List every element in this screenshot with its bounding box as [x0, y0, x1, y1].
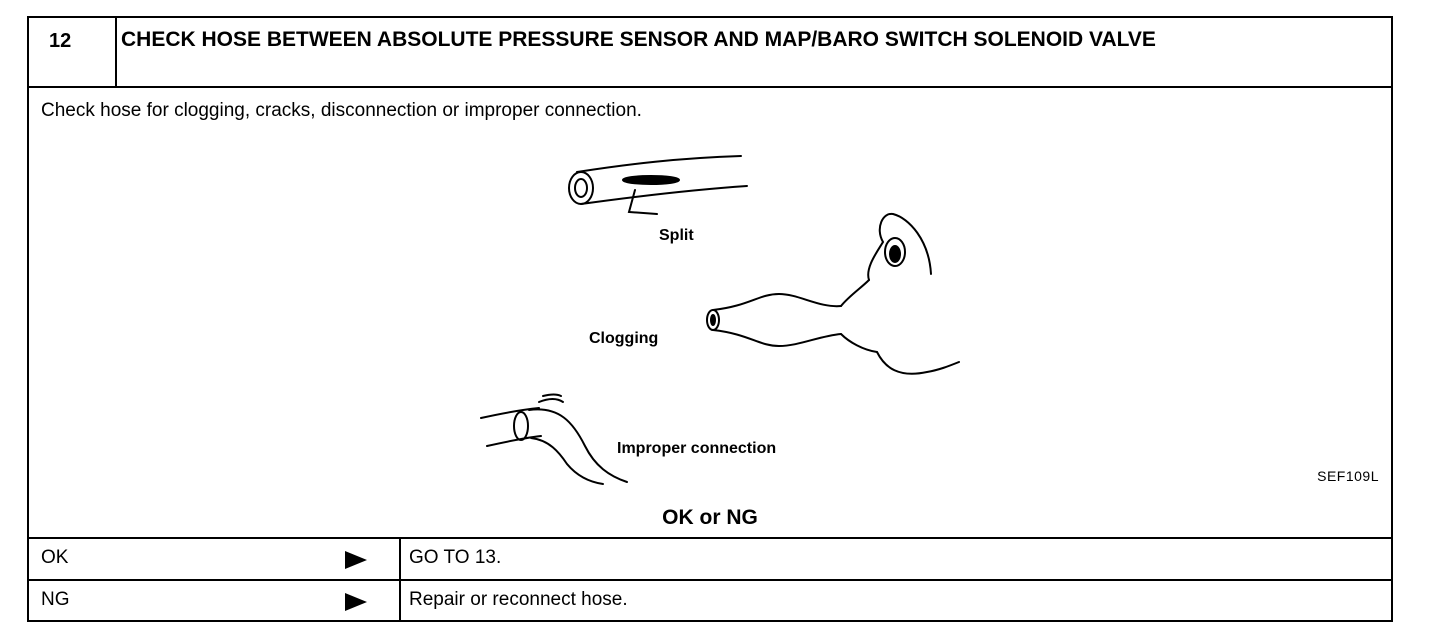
column-divider — [399, 581, 401, 622]
condition-ng: NG — [41, 589, 70, 610]
action-ng: Repair or reconnect hose. — [409, 589, 628, 610]
clogging-hose-drawing — [706, 212, 960, 375]
right-arrow-icon — [345, 551, 367, 569]
split-hose-drawing — [568, 155, 748, 215]
column-divider — [399, 539, 401, 579]
step-number: 12 — [29, 18, 117, 86]
hose-inspection-illustration: Split Clogging Improper connection — [480, 155, 960, 485]
result-row-ok: OK GO TO 13. — [29, 537, 1391, 579]
split-label: Split — [659, 227, 694, 244]
figure-code: SEF109L — [1317, 468, 1379, 484]
step-header: 12 CHECK HOSE BETWEEN ABSOLUTE PRESSURE … — [29, 18, 1391, 88]
action-ok: GO TO 13. — [409, 547, 502, 568]
right-arrow-icon — [345, 593, 367, 611]
clogging-label: Clogging — [589, 330, 658, 347]
diagnostic-step-table: 12 CHECK HOSE BETWEEN ABSOLUTE PRESSURE … — [27, 16, 1393, 622]
improper-connection-drawing — [480, 393, 628, 485]
condition-ok: OK — [41, 547, 69, 568]
result-label: OK or NG — [662, 506, 758, 529]
inspection-instruction: Check hose for clogging, cracks, disconn… — [41, 100, 642, 121]
result-row-ng: NG Repair or reconnect hose. — [29, 579, 1391, 622]
improper-connection-label: Improper connection — [617, 440, 776, 457]
step-title: CHECK HOSE BETWEEN ABSOLUTE PRESSURE SEN… — [121, 28, 1156, 51]
